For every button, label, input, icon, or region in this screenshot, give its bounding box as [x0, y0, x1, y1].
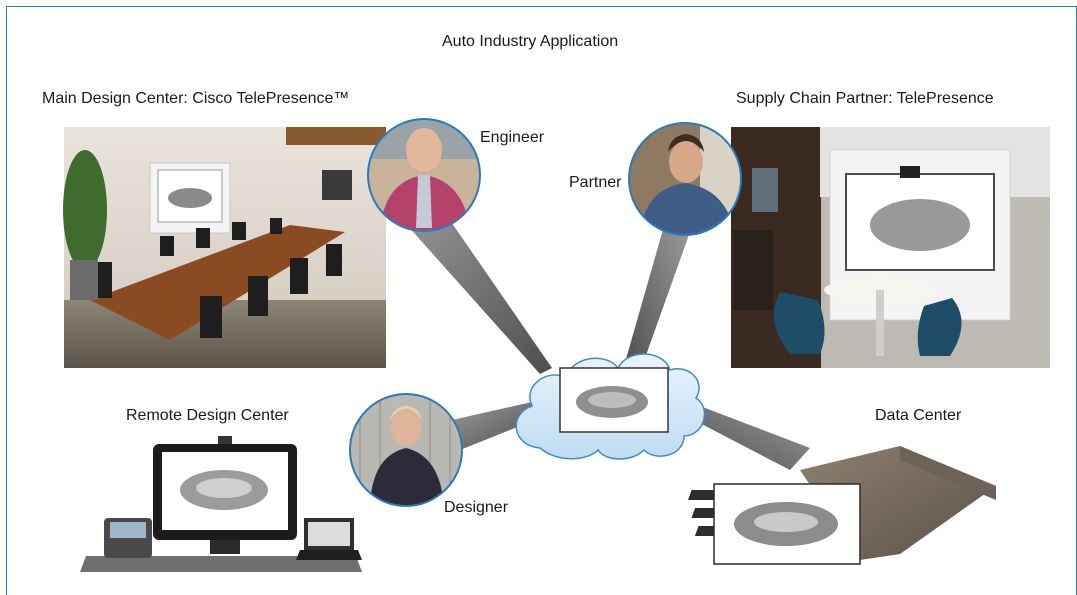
- engineer-portrait: [367, 118, 481, 232]
- data-center-label: Data Center: [875, 407, 962, 424]
- diagram-title: Auto Industry Application: [442, 33, 619, 50]
- partner-label: Partner: [569, 174, 622, 191]
- network-cloud: [515, 353, 706, 460]
- designer-label: Designer: [444, 499, 509, 516]
- designer-portrait: [349, 393, 463, 507]
- engineer-label: Engineer: [480, 129, 545, 146]
- beam-designer: [452, 402, 540, 450]
- partner-portrait: [628, 122, 742, 236]
- main-design-center-image: [63, 127, 386, 368]
- supply-chain-partner-label: Supply Chain Partner: TelePresence: [736, 90, 994, 107]
- remote-design-center-image: [80, 436, 362, 572]
- main-design-center-label: Main Design Center: Cisco TelePresence™: [42, 90, 350, 107]
- remote-design-center-label: Remote Design Center: [126, 407, 289, 424]
- beam-engineer: [398, 200, 552, 374]
- connection-beams: [398, 200, 810, 470]
- beam-datacenter: [690, 406, 810, 470]
- supply-chain-partner-image: [731, 127, 1050, 368]
- beam-partner: [624, 226, 690, 372]
- data-center-image: [688, 446, 996, 565]
